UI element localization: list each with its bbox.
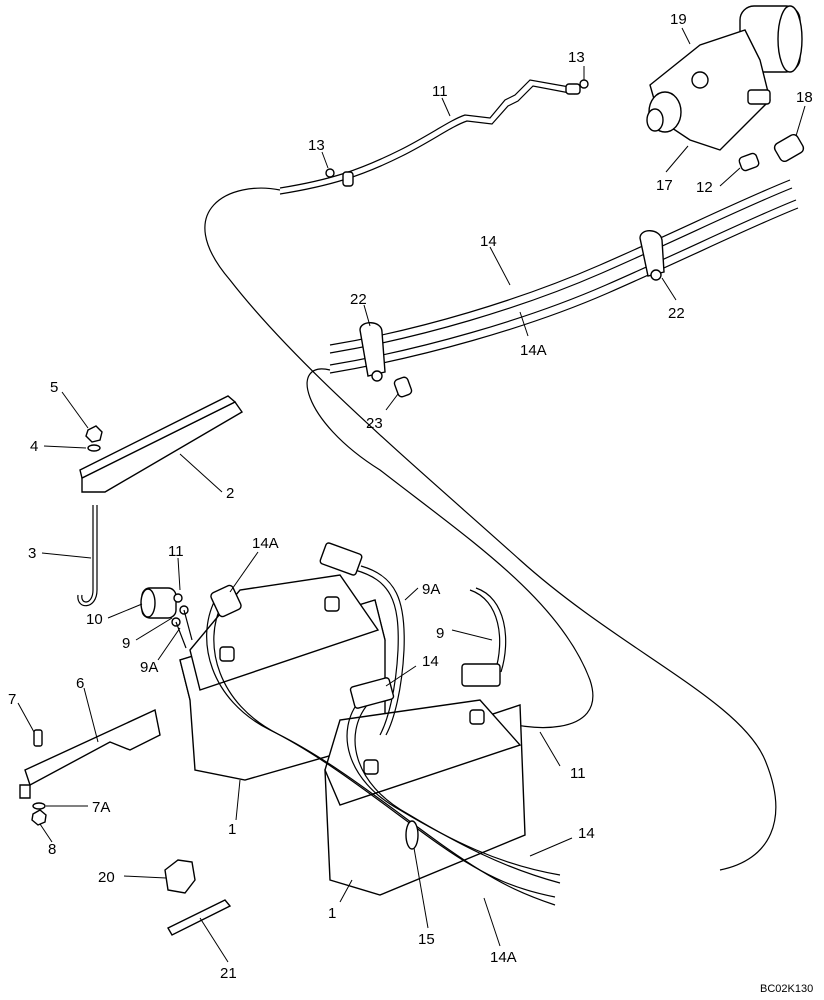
label-19: 19 [670, 11, 687, 28]
label-14A: 14A [490, 949, 517, 966]
label-13: 13 [308, 137, 325, 154]
label-1: 1 [228, 821, 236, 838]
cable-9 [469, 587, 507, 673]
band-15 [405, 820, 419, 850]
label-14: 14 [480, 233, 497, 250]
label-11: 11 [570, 765, 586, 782]
switch-10 [140, 587, 193, 649]
label-21: 21 [220, 965, 237, 982]
label-7: 7 [8, 691, 16, 708]
terminal-14A [210, 584, 242, 618]
cable-loop [204, 187, 777, 871]
label-9: 9 [122, 635, 130, 652]
nut-5 [85, 425, 103, 443]
label-11: 11 [432, 83, 448, 100]
j-bolt-3 [77, 505, 98, 607]
label-17: 17 [656, 177, 673, 194]
label-14A: 14A [520, 342, 547, 359]
clamp-22-right [639, 230, 665, 281]
battery-right [324, 699, 526, 896]
label-9A: 9A [422, 581, 440, 598]
label-6: 6 [76, 675, 84, 692]
label-11: 11 [168, 543, 184, 560]
label-1: 1 [328, 905, 336, 922]
clip-13-left [325, 168, 354, 187]
label-9: 9 [436, 625, 444, 642]
label-20: 20 [98, 869, 115, 886]
cable-14-lower [346, 699, 561, 884]
label-4: 4 [30, 438, 38, 455]
cable-14-upper [329, 179, 799, 374]
label-22: 22 [350, 291, 367, 308]
terminal-18 [773, 133, 805, 163]
label-22: 22 [668, 305, 685, 322]
cable-9A [354, 565, 405, 736]
bracket-6 [19, 708, 161, 799]
nut-8 [31, 809, 47, 826]
label-12: 12 [696, 179, 713, 196]
clip-20 [164, 859, 196, 894]
sleeve-23 [393, 376, 413, 398]
clip-13-top [579, 79, 589, 89]
label-8: 8 [48, 841, 56, 858]
label-3: 3 [28, 545, 36, 562]
label-5: 5 [50, 379, 58, 396]
clamp-22-left [359, 322, 386, 382]
connector-14 [349, 677, 395, 709]
washer-4 [87, 444, 101, 452]
label-13: 13 [568, 49, 585, 66]
rod-11 [279, 79, 581, 195]
label-7A: 7A [92, 799, 110, 816]
label-23: 23 [366, 415, 383, 432]
label-14A: 14A [252, 535, 279, 552]
label-10: 10 [86, 611, 103, 628]
label-14: 14 [578, 825, 595, 842]
hold-down-bracket [79, 395, 244, 493]
label-15: 15 [418, 931, 435, 948]
strip-21 [167, 899, 232, 936]
connector-9 [461, 663, 501, 687]
bolt-7 [33, 729, 43, 747]
cable-14A-lower [206, 599, 556, 906]
starter-motor [646, 5, 803, 151]
label-18: 18 [796, 89, 813, 106]
drawing-code: BC02K130 [760, 983, 813, 995]
label-14: 14 [422, 653, 439, 670]
cable-loop-outer [306, 368, 594, 729]
connector-9A [319, 542, 363, 576]
washer-7A [32, 802, 46, 810]
label-2: 2 [226, 485, 234, 502]
leader-lines [17, 27, 806, 963]
boot-12 [738, 152, 760, 172]
label-9A: 9A [140, 659, 158, 676]
